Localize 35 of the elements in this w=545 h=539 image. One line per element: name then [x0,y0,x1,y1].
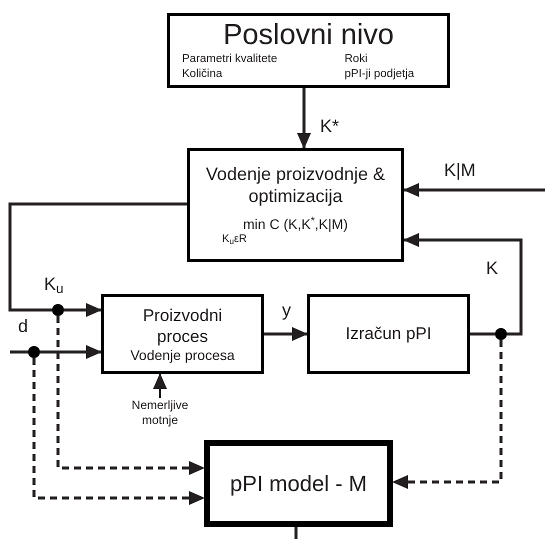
block-box [307,294,470,374]
box-title: Vodenje proizvodnje & optimizacija [204,163,386,207]
signal-label: K [486,258,498,278]
block-box [167,13,450,88]
block-box [204,440,393,527]
box-text: Količina [182,67,224,82]
arrow [403,183,545,197]
block-box [101,294,264,374]
arrow [64,303,102,317]
arrow [40,345,102,359]
disturbance-label: Nemerljive motnje [130,398,190,428]
arrow [264,327,308,341]
signal-label: K$_{u}$ [44,274,64,294]
box-title: pPI model - M [230,470,367,498]
box-title: Izračun pPI [346,323,432,346]
connector-line [470,332,495,336]
connector-line [8,202,187,312]
formula-text: K$_{u}$εR [222,233,247,246]
box-text: Parametri kvalitete [182,52,278,67]
arrow [392,340,502,489]
arrow [153,373,167,398]
arrow [403,233,522,336]
box-text: pPI-ji podjetja [344,67,416,82]
connector-line [10,350,28,354]
arrow [56,316,205,475]
arrow [32,358,205,505]
formula-text: min C (K,K$^{*}$,K|M) [243,215,348,233]
box-text: Roki [344,52,369,67]
block-box [187,148,404,262]
connector-line [294,527,298,539]
box-title: Poslovni nivo [223,18,394,52]
box-title: Proizvodni proces [142,304,224,346]
arrow [297,88,311,149]
signal-label: d [18,316,28,336]
box-text: Vodenje procesa [130,346,235,364]
